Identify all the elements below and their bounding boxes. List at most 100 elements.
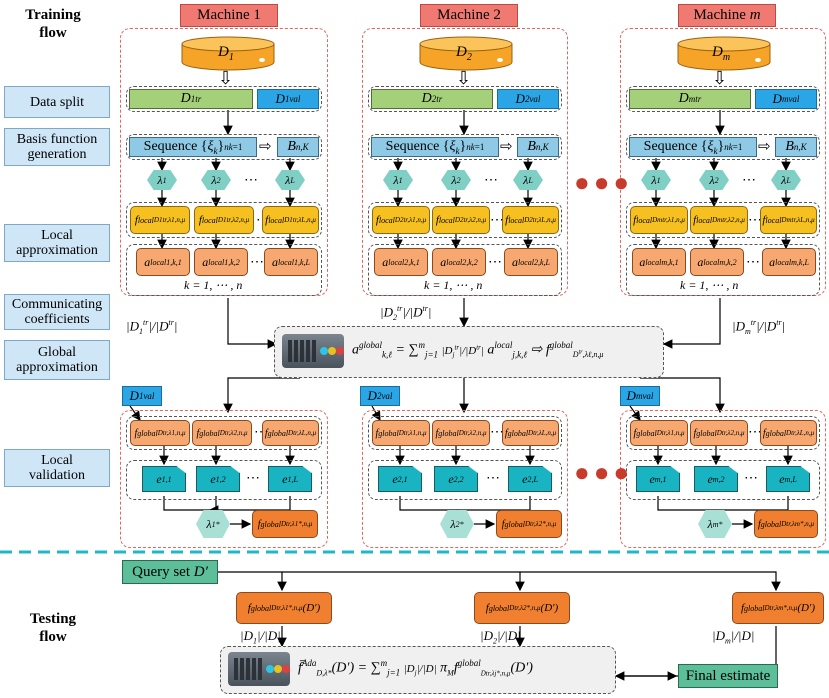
machine-2-data-cylinder bbox=[419, 36, 513, 71]
machine-2-lambda-ellipsis: ⋯ bbox=[484, 173, 498, 188]
basis-arrow-2: ⇨ bbox=[500, 139, 513, 155]
machine-m-test-ratio: |Dm|/|D| bbox=[712, 628, 755, 646]
machine-2-data-label: D2 bbox=[456, 44, 472, 63]
machine-1-local-f-group bbox=[126, 202, 322, 238]
machine-2-split-group bbox=[368, 86, 562, 112]
machine-1-error-group bbox=[126, 460, 322, 500]
machine-m-title: Machine m bbox=[678, 4, 776, 27]
machine-2-coef-ellipsis: ⋯ bbox=[488, 255, 502, 270]
machine-1-val-frame bbox=[120, 410, 328, 548]
machine-1-error-ellipsis: ⋯ bbox=[246, 471, 260, 486]
final-formula: f̄AdaD,λ*(D′) = ∑mj=1 |Dj|/|D| πMfglobal… bbox=[298, 658, 533, 678]
query-set: Query set D′ bbox=[122, 560, 218, 584]
machine-m-global-f-ellipsis: ⋯ bbox=[748, 425, 762, 440]
basis-arrow-m: ⇨ bbox=[758, 139, 771, 155]
machine-2-ratio: |D2tr|/|Dtr| bbox=[380, 304, 432, 322]
machine-m-data-cylinder bbox=[677, 36, 771, 71]
machine-m-ratio: |Dmtr|/|Dtr| bbox=[732, 318, 786, 336]
machine-2-val-frame bbox=[362, 410, 568, 548]
machine-1-ratio: |D1tr|/|Dtr| bbox=[126, 318, 178, 336]
machine-1-coef-ellipsis: ⋯ bbox=[250, 255, 264, 270]
machine-m-lambda-ellipsis: ⋯ bbox=[742, 173, 756, 188]
machine-2-k-range: k = 1, ⋯ , n bbox=[424, 278, 483, 292]
machine-2-local-f-ellipsis: ⋯ bbox=[490, 213, 504, 228]
final-estimate: Final estimate bbox=[678, 664, 778, 688]
machine-m-local-f-ellipsis: ⋯ bbox=[748, 213, 762, 228]
machine-1-coef-group bbox=[126, 244, 322, 296]
machine-2-title: Machine 2 bbox=[420, 4, 518, 27]
machines-ellipsis-top: ●●● bbox=[574, 168, 634, 197]
side-label-data-split: Data split bbox=[4, 86, 110, 118]
machine-m-data-label: Dm bbox=[712, 44, 731, 63]
machine-2-global-f-ellipsis: ⋯ bbox=[490, 425, 504, 440]
machine-2-local-f-group bbox=[368, 202, 562, 238]
machine-2-test-ratio: |D2|/|D| bbox=[480, 628, 521, 646]
machine-1-basis-group bbox=[126, 134, 322, 160]
split-arrow-1: ⇩ bbox=[218, 68, 234, 88]
final-server-icon bbox=[228, 652, 290, 686]
machine-m-error-ellipsis: ⋯ bbox=[744, 471, 758, 486]
machine-2-error-ellipsis: ⋯ bbox=[486, 471, 500, 486]
global-server-icon bbox=[282, 334, 344, 368]
machine-m-local-f-group bbox=[626, 202, 820, 238]
machine-1-global-f-group bbox=[126, 416, 322, 450]
machines-ellipsis-bottom: ●●● bbox=[574, 458, 634, 487]
machine-1-k-range: k = 1, ⋯ , n bbox=[184, 278, 243, 292]
machine-1-data-cylinder bbox=[181, 36, 275, 71]
